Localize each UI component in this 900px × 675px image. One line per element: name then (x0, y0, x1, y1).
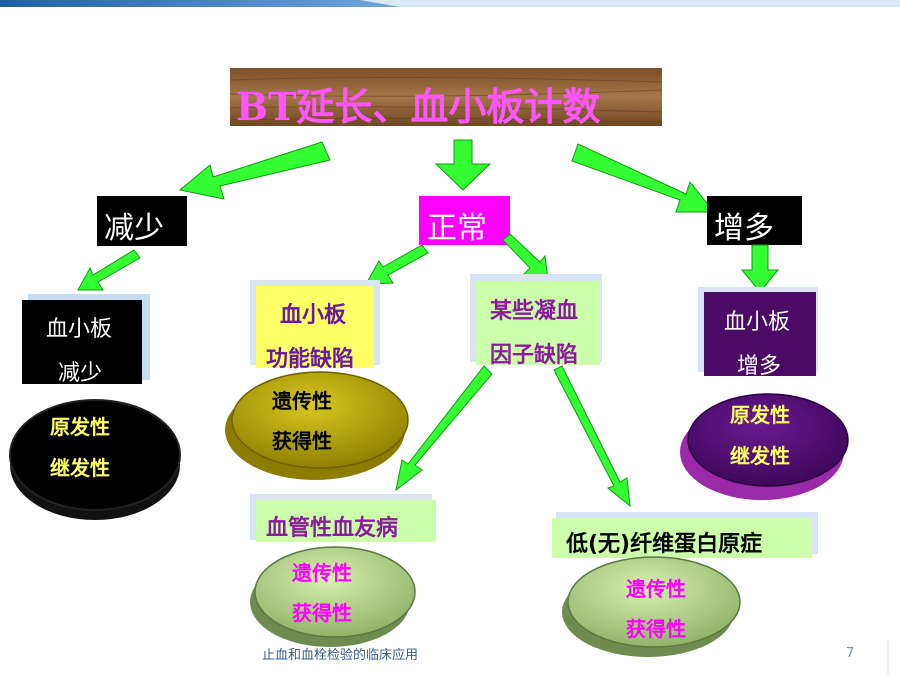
branch-decrease-label: 减少 (104, 211, 164, 246)
arrow-to-normal (434, 139, 492, 191)
arrow-decrease-down (77, 249, 141, 291)
right-disc-line1: 原发性 (730, 403, 790, 427)
diagram-title: BT延长、血小板计数 (236, 84, 601, 129)
center-left-disc (231, 371, 409, 469)
left-disc-line1: 原发性 (50, 415, 110, 439)
arrow-increase-down (740, 244, 780, 293)
fibrinogen-box (552, 518, 812, 558)
right-box-line1: 血小板 (724, 310, 791, 335)
left-disc (9, 399, 181, 511)
branch-normal-label: 正常 (427, 211, 487, 246)
center-right-box-line2: 因子缺陷 (490, 343, 579, 368)
branch-increase-box (707, 196, 802, 245)
left-box-line2: 减少 (58, 361, 103, 386)
left-disc-line2: 继发性 (50, 456, 110, 480)
right-box-line2: 增多 (737, 354, 782, 379)
arrow-to-fibrinogen (553, 365, 631, 508)
arrow-to-increase (571, 143, 716, 213)
fibrinogen-disc-line2: 获得性 (626, 617, 686, 641)
title-wood-grain (229, 76, 663, 123)
center-left-disc-line1: 遗传性 (272, 389, 332, 413)
vascular-disc (254, 546, 416, 638)
left-box (22, 300, 142, 384)
arrow-to-vascular (395, 365, 493, 492)
fibrinogen-disc-line1: 遗传性 (626, 577, 686, 601)
center-left-box-line1: 血小板 (280, 303, 347, 328)
top-band-corner (360, 0, 900, 7)
right-disc-line2: 继发性 (730, 444, 790, 468)
branch-decrease-box (97, 196, 187, 246)
center-right-box (476, 281, 600, 365)
center-left-box (256, 286, 374, 368)
arrow-normal-to-platelet (365, 244, 429, 285)
footer-caption: 止血和血栓检验的临床应用 (262, 648, 419, 663)
fibrinogen-disc (567, 556, 741, 648)
vascular-box (256, 500, 436, 542)
arrow-normal-to-factor (502, 233, 549, 281)
page-number: 7 (846, 646, 855, 661)
center-left-box-line2: 功能缺陷 (266, 347, 355, 372)
left-box-line1: 血小板 (46, 317, 113, 342)
vascular-label: 血管性血友病 (266, 516, 399, 541)
right-disc (687, 393, 849, 487)
center-left-disc-line2: 获得性 (272, 429, 332, 453)
vascular-disc-line2: 获得性 (292, 601, 352, 625)
arrow-to-decrease (178, 141, 331, 200)
branch-increase-label: 增多 (714, 211, 774, 246)
vascular-disc-line1: 遗传性 (292, 561, 352, 585)
branch-normal-box (419, 196, 510, 245)
fibrinogen-label: 低(无)纤维蛋白原症 (566, 532, 763, 557)
right-box (704, 292, 816, 376)
center-right-box-line1: 某些凝血 (490, 299, 579, 324)
